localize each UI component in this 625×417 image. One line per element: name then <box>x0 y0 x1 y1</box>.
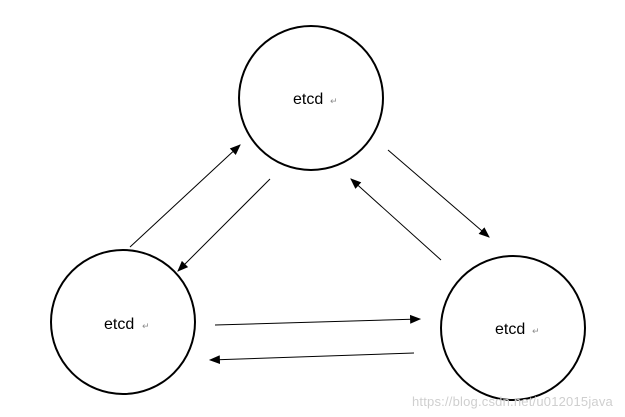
node-circle <box>50 249 196 395</box>
arrow-top-to-right <box>387 149 490 238</box>
return-mark-icon: ↵ <box>532 327 540 337</box>
node-circle <box>238 25 384 171</box>
etcd-node-right: etcd ↵ <box>440 255 586 401</box>
node-label: etcd <box>495 321 525 338</box>
arrow-right-to-left <box>208 352 415 365</box>
arrow-left-to-top <box>129 144 241 248</box>
node-circle <box>440 255 586 401</box>
arrow-top-to-left <box>177 178 271 272</box>
etcd-node-left: etcd ↵ <box>50 249 196 395</box>
etcd-node-top: etcd ↵ <box>238 25 384 171</box>
arrow-left-to-right <box>214 314 422 326</box>
arrow-right-to-top <box>350 178 442 261</box>
return-mark-icon: ↵ <box>142 322 150 332</box>
return-mark-icon: ↵ <box>330 97 338 107</box>
watermark-text: https://blog.csdn.net/u012015java <box>411 394 613 409</box>
node-label: etcd <box>104 316 134 333</box>
node-label: etcd <box>293 91 323 108</box>
